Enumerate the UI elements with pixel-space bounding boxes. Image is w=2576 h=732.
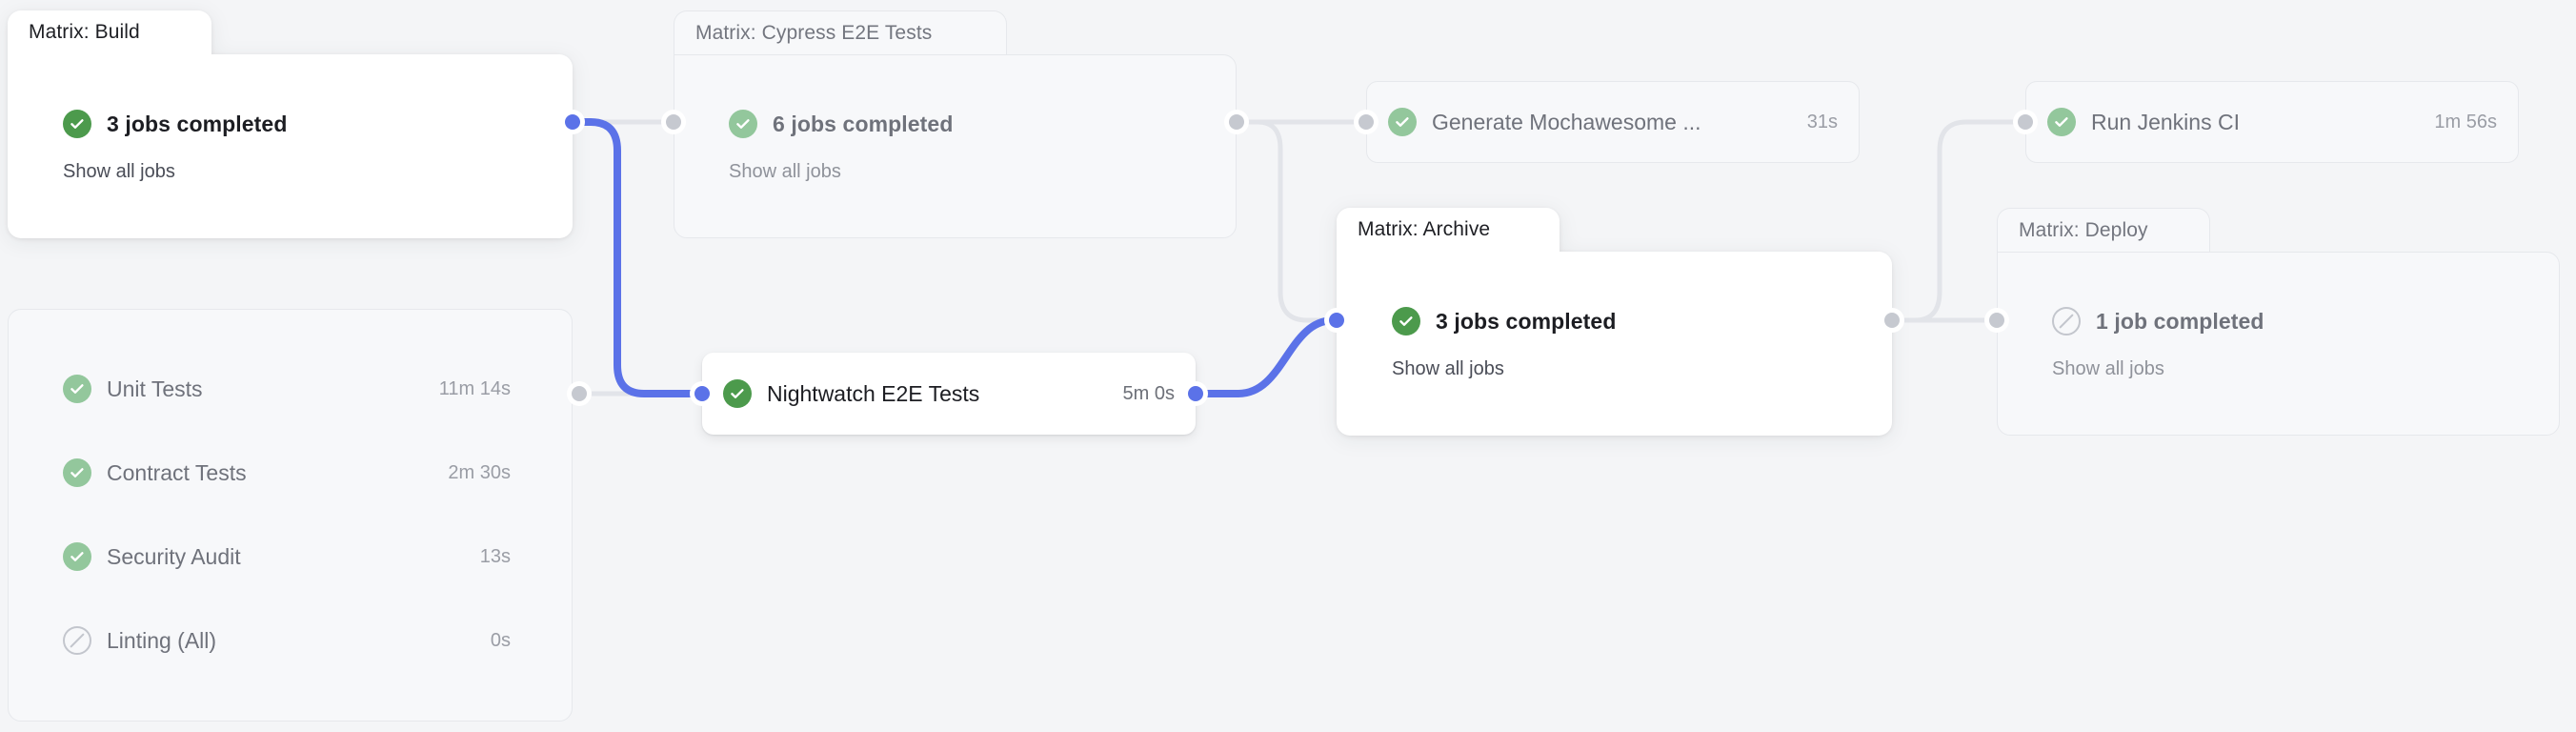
group-tab-label: Matrix: Build [29, 21, 140, 43]
handle-jenkins-input[interactable] [2013, 110, 2038, 134]
group-status-text: 1 job completed [2096, 308, 2264, 334]
group-body-matrix-archive [1337, 252, 1892, 436]
check-circle-icon [63, 110, 91, 138]
check-circle-icon [1392, 307, 1420, 336]
group-tab-label: Matrix: Archive [1358, 218, 1491, 240]
check-circle-icon [63, 542, 91, 571]
list-item[interactable]: Linting (All) 0s [63, 621, 511, 660]
node-duration: 5m 0s [1122, 382, 1175, 404]
list-item-duration: 11m 14s [438, 377, 511, 399]
group-body-matrix-deploy [1997, 252, 2560, 436]
group-body-matrix-cypress [674, 54, 1237, 238]
group-tab-matrix-build[interactable]: Matrix: Build [8, 10, 211, 54]
handle-archive-output[interactable] [1880, 308, 1904, 333]
check-circle-icon [63, 375, 91, 403]
group-tab-matrix-cypress[interactable]: Matrix: Cypress E2E Tests [674, 10, 1007, 54]
check-circle-icon [2047, 108, 2076, 136]
group-tab-label: Matrix: Cypress E2E Tests [695, 21, 933, 44]
skipped-circle-icon [2052, 307, 2081, 336]
handle-nightwatch-input[interactable] [690, 381, 714, 406]
list-item-duration: 2m 30s [448, 461, 511, 483]
group-status-text: 3 jobs completed [1436, 308, 1617, 334]
handle-build-output[interactable] [560, 110, 585, 134]
list-item[interactable]: Unit Tests 11m 14s [63, 370, 511, 408]
list-item-label: Unit Tests [107, 376, 203, 401]
handle-archive-input[interactable] [1324, 308, 1349, 333]
show-all-jobs-link[interactable]: Show all jobs [63, 161, 175, 182]
group-matrix-build[interactable]: Matrix: Build 3 jobs completed Show all … [8, 10, 573, 238]
group-matrix-deploy[interactable]: Matrix: Deploy 1 job completed Show all … [1997, 208, 2560, 436]
check-circle-icon [723, 379, 752, 408]
show-all-jobs-link[interactable]: Show all jobs [1392, 358, 1504, 379]
group-status-text: 3 jobs completed [107, 111, 288, 136]
group-status-text: 6 jobs completed [773, 111, 954, 136]
show-all-jobs-link[interactable]: Show all jobs [729, 161, 841, 182]
node-duration: 1m 56s [2434, 111, 2497, 132]
edge-build-to-nightwatch-highlighted [569, 118, 697, 397]
node-nightwatch-e2e-tests[interactable]: Nightwatch E2E Tests 5m 0s [702, 353, 1196, 435]
handle-testlist-output[interactable] [567, 381, 592, 406]
group-tab-matrix-deploy[interactable]: Matrix: Deploy [1997, 208, 2210, 252]
group-test-list[interactable] [8, 309, 573, 722]
handle-cypress-input[interactable] [661, 110, 686, 134]
node-label: Generate Mochawesome ... [1432, 109, 1701, 134]
group-body-test-list [8, 309, 573, 722]
group-body-matrix-build [8, 54, 573, 238]
node-generate-mochawesome-report[interactable]: Generate Mochawesome ... 31s [1366, 81, 1860, 163]
list-item[interactable]: Contract Tests 2m 30s [63, 454, 511, 492]
group-tab-matrix-archive[interactable]: Matrix: Archive [1337, 208, 1560, 252]
node-run-jenkins-ci[interactable]: Run Jenkins CI 1m 56s [2025, 81, 2519, 163]
list-item-duration: 0s [490, 629, 511, 651]
check-circle-icon [1388, 108, 1417, 136]
handle-nightwatch-output[interactable] [1183, 381, 1208, 406]
list-item-label: Security Audit [107, 543, 241, 569]
list-item-label: Linting (All) [107, 627, 217, 653]
edge-cypress-to-archive [1237, 119, 1334, 323]
show-all-jobs-link[interactable]: Show all jobs [2052, 358, 2164, 379]
check-circle-icon [63, 458, 91, 487]
skipped-circle-icon [63, 626, 91, 655]
handle-cypress-output[interactable] [1224, 110, 1249, 134]
handle-deploy-input[interactable] [1984, 308, 2009, 333]
list-item[interactable]: Security Audit 13s [63, 538, 511, 576]
node-label: Run Jenkins CI [2091, 109, 2240, 134]
group-matrix-archive[interactable]: Matrix: Archive 3 jobs completed Show al… [1337, 208, 1892, 436]
node-label: Nightwatch E2E Tests [767, 380, 980, 406]
group-matrix-cypress[interactable]: Matrix: Cypress E2E Tests 6 jobs complet… [674, 10, 1237, 238]
handle-mochawesome-input[interactable] [1354, 110, 1379, 134]
edge-nightwatch-to-archive-highlighted [1192, 316, 1338, 397]
list-item-label: Contract Tests [107, 459, 247, 485]
list-item-duration: 13s [479, 545, 511, 567]
check-circle-icon [729, 110, 757, 138]
group-tab-label: Matrix: Deploy [2019, 218, 2148, 241]
node-duration: 31s [1806, 111, 1838, 132]
